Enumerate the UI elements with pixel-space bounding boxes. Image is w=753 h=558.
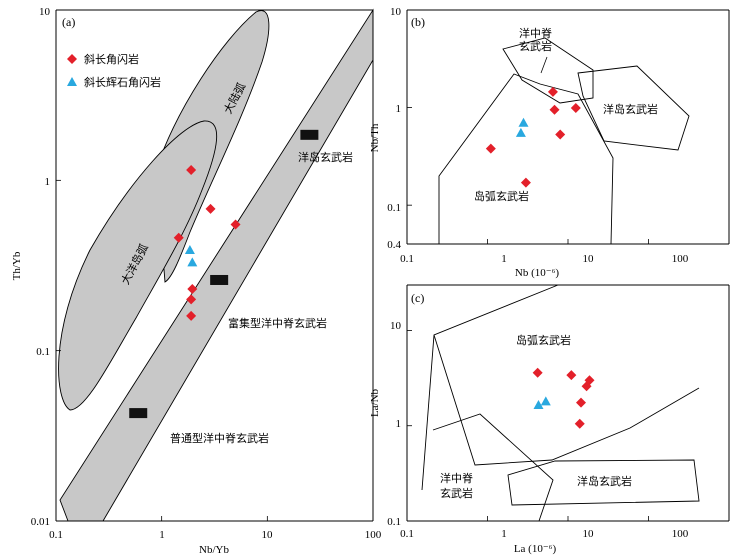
panel-label: (c) [411, 291, 424, 305]
panel-b: 0.1 1 10 100 0.4 0.1 1 10 Nb (10⁻⁶) Nb/T… [369, 6, 730, 279]
y-tick-label: 10 [39, 6, 51, 18]
x-tick-label: 10 [583, 528, 595, 540]
x-tick-label: 0.1 [400, 528, 414, 540]
diamond-point [547, 86, 558, 97]
reference-box [129, 408, 148, 419]
y-tick-label: 0.1 [387, 202, 401, 214]
diamond-point [173, 232, 184, 243]
diamond-point [230, 219, 241, 230]
reference-box [300, 129, 319, 140]
diamond-point [566, 370, 577, 381]
x-tick-label: 0.1 [400, 253, 414, 265]
y-tick-label: 10 [390, 6, 402, 18]
diamond-point [520, 177, 531, 188]
oceanic-arc-field [58, 120, 217, 411]
island-arc-lower-boundary [433, 334, 700, 466]
x-axis-label: Nb/Yb [199, 544, 229, 556]
panel-label: (b) [411, 15, 425, 29]
panel-label: (a) [62, 15, 75, 29]
y-tick-label: 1 [396, 418, 402, 430]
triangle-point [184, 244, 195, 254]
field-label: 岛弧玄武岩 [474, 189, 529, 203]
field-label: 洋岛玄武岩 [603, 102, 658, 116]
oib-boundary [577, 65, 690, 151]
legend-label: 斜长角闪岩 [84, 52, 139, 66]
triangle-point [187, 257, 198, 267]
x-tick-label: 1 [159, 529, 165, 541]
diamond-point [584, 375, 595, 386]
morb-boundary [432, 413, 554, 522]
legend-triangle-icon [67, 77, 77, 86]
y-tick-label: 0.1 [36, 346, 50, 358]
diamond-point [555, 129, 566, 140]
diamond-point [186, 310, 197, 321]
morb-boundary [502, 37, 594, 104]
triangle-point [540, 396, 551, 406]
diamond-point [574, 418, 585, 429]
x-tick-label: 100 [672, 528, 689, 540]
oib-boundary [507, 459, 700, 506]
x-tick-label: 100 [672, 253, 689, 265]
field-label: 玄武岩 [440, 486, 473, 500]
field-label: 富集型洋中脊玄武岩 [228, 316, 327, 330]
field-label: 洋中脊 [440, 471, 473, 485]
panel-c: 0.1 1 10 100 0.1 1 10 La (10⁻⁶) La/Nb (c… [369, 284, 730, 555]
x-tick-label: 0.1 [49, 529, 63, 541]
diamond-point [186, 164, 197, 175]
triangle-point [518, 117, 529, 127]
x-tick-label: 10 [262, 529, 274, 541]
island-arc-boundary [421, 284, 559, 491]
y-tick-label: 10 [390, 320, 402, 332]
diamond-point [186, 294, 197, 305]
island-arc-boundary [438, 73, 614, 245]
field-label: 洋岛玄武岩 [577, 474, 632, 488]
field-label: 洋岛玄武岩 [298, 150, 353, 164]
y-tick-label: 0.4 [387, 239, 401, 251]
diamond-point [575, 397, 586, 408]
x-tick-label: 1 [501, 253, 507, 265]
leader-line [540, 56, 548, 74]
y-tick-label: 1 [45, 176, 51, 188]
legend: 斜长角闪岩 斜长辉石角闪岩 [67, 52, 161, 89]
triangle-point [515, 127, 526, 137]
y-tick-label: 0.01 [31, 516, 50, 528]
y-axis-label: La/Nb [369, 388, 381, 417]
x-tick-label: 100 [365, 529, 382, 541]
triangle-point [533, 400, 544, 410]
diamond-point [570, 103, 581, 114]
x-tick-label: 10 [583, 253, 595, 265]
y-axis-label: Nb/Th [369, 123, 381, 152]
y-axis-label: Th/Yb [11, 251, 23, 280]
diamond-point [187, 284, 198, 295]
panel-a: 0.1 1 10 100 0.01 0.1 1 10 Nb/Yb Th/Yb (… [11, 6, 382, 556]
diamond-point [549, 104, 560, 115]
y-tick-label: 0.1 [387, 516, 401, 528]
x-axis-label: Nb (10⁻⁶) [515, 267, 559, 279]
field-label: 洋中脊 [519, 26, 552, 40]
diamond-point [485, 143, 496, 154]
y-tick-label: 1 [396, 103, 402, 115]
x-tick-label: 1 [501, 528, 507, 540]
diamond-point [205, 203, 216, 214]
legend-label: 斜长辉石角闪岩 [84, 75, 161, 89]
diamond-point [532, 367, 543, 378]
field-label: 岛弧玄武岩 [516, 333, 571, 347]
field-label: 玄武岩 [519, 39, 552, 53]
reference-box [210, 274, 229, 285]
x-axis-label: La (10⁻⁶) [514, 543, 557, 555]
legend-diamond-icon [67, 54, 77, 64]
field-label: 普通型洋中脊玄武岩 [170, 431, 269, 445]
